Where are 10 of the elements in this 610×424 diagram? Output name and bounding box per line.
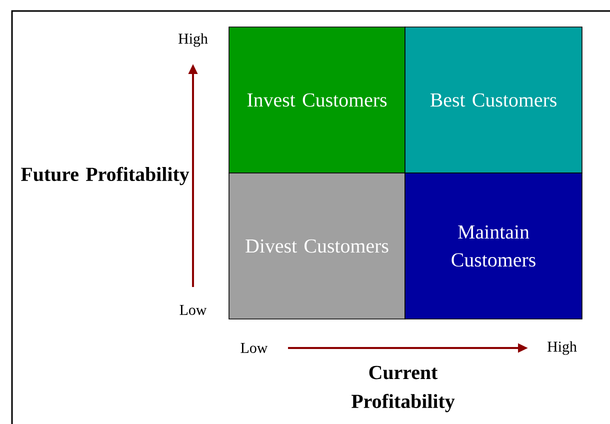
quadrant-box: Invest Customers [228, 26, 406, 174]
axis-label: Low [180, 305, 207, 315]
axis-title: Future Profitability [21, 166, 190, 186]
axis-label: Low [240, 343, 268, 353]
quadrant-box: Divest Customers [228, 172, 406, 320]
quadrant-box: Best Customers [404, 26, 582, 174]
axis-title: Current Profitability [352, 366, 455, 412]
axis-label: High [178, 33, 208, 47]
axis-label: High [548, 341, 577, 355]
quadrant-box: Maintain Customers [404, 172, 582, 320]
